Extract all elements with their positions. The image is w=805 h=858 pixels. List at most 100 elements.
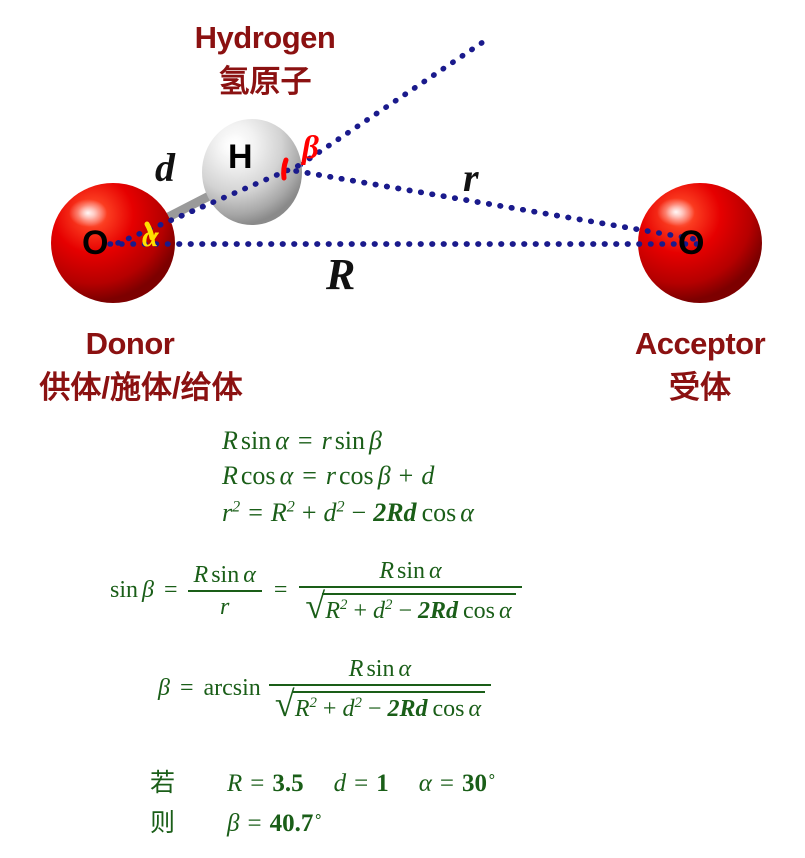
eq3-equals: =: [248, 498, 263, 527]
eq5-equals: =: [179, 675, 194, 702]
eq5-den-cos: cos: [432, 696, 465, 722]
eq1-sin-left: sin: [240, 426, 272, 455]
hydrogen-label-cn: 氢原子: [218, 64, 312, 99]
eq3-R: R: [270, 498, 287, 527]
eq3-minus: −: [351, 498, 367, 527]
eq4-num1-sin: sin: [211, 562, 240, 588]
eq4-radical-sign: √: [305, 586, 326, 626]
eq3-plus: +: [301, 498, 317, 527]
eq4-den2-2Rd: 2Rd: [418, 598, 459, 624]
given-R-equals: =: [250, 770, 265, 797]
acceptor-oxygen-highlight: [657, 198, 695, 226]
eq4-num1-alpha: α: [243, 562, 256, 588]
extension-ray-donor-hydrogen: [297, 35, 492, 168]
eq5-arcsin: arcsin: [203, 675, 261, 702]
eq2-R: R: [222, 461, 238, 490]
eq3-2Rd: 2Rd: [373, 498, 417, 527]
eq1-r: r: [321, 426, 332, 455]
eq5-den-2Rd: 2Rd: [387, 696, 428, 722]
eq5-radical-sign: √: [274, 684, 295, 724]
eq5-den-R: R: [294, 696, 310, 722]
given-R-value: 3.5: [272, 770, 304, 797]
eq5-den-minus: −: [367, 696, 382, 722]
donor-label-en: Donor: [85, 326, 175, 361]
eq2-plus: +: [398, 461, 414, 490]
eq4-den2-R: R: [325, 598, 341, 624]
given-d-value: 1: [376, 770, 389, 797]
eq4-den2-cos: cos: [463, 598, 496, 624]
eq1-equals: =: [297, 426, 313, 455]
eq2-cos-right: cos: [339, 461, 374, 490]
eq4-num2-sin: sin: [397, 558, 426, 584]
donor-label-cn: 供体/施体/给体: [39, 370, 243, 405]
eq4-equals-2: =: [273, 577, 288, 604]
eq4-num2-alpha: α: [429, 558, 442, 584]
eq4-num1-R: R: [193, 562, 209, 588]
eq3-r-exponent: 2: [232, 498, 241, 516]
eq4-sin: sin: [110, 577, 139, 604]
eq4-den2-d-exponent: 2: [385, 597, 393, 613]
angle-label-alpha: α: [142, 220, 159, 253]
eq4-den1-r: r: [219, 594, 230, 620]
eq2-alpha: α: [279, 461, 294, 490]
result-beta-var: β: [227, 810, 240, 837]
acceptor-label-cn: 受体: [669, 370, 731, 405]
diagram-svg: [51, 35, 762, 303]
result-beta-value: 40.7: [269, 810, 314, 837]
donor-atom-letter: O: [82, 224, 109, 262]
given-alpha-equals: =: [439, 770, 454, 797]
eq5-den-d: d: [342, 696, 355, 722]
result-beta-equals: =: [247, 810, 262, 837]
eq5-den-d-exponent: 2: [354, 695, 362, 711]
beta-angle-arc: [281, 157, 289, 181]
distance-label-R: R: [326, 250, 356, 299]
eq1-R: R: [222, 426, 238, 455]
distance-line-r-overlay: [293, 168, 703, 243]
eq3-d: d: [323, 498, 337, 527]
result-value-line: 则 β = 40.7∘: [150, 803, 323, 839]
hydrogen-atom-letter: H: [228, 138, 253, 176]
eq4-denominator-1: r: [188, 592, 262, 621]
eq2-cos-left: cos: [240, 461, 276, 490]
eq4-den2-R-exponent: 2: [340, 597, 348, 613]
given-alpha-degree: ∘: [487, 768, 497, 786]
eq2-r: r: [325, 461, 337, 490]
eq5-den-R-exponent: 2: [309, 695, 317, 711]
eq3-alpha: α: [460, 498, 474, 527]
given-R-var: R: [227, 770, 243, 797]
eq3-r: r: [222, 498, 233, 527]
alpha-angle-arc: [144, 221, 155, 241]
eq4-den2-plus: +: [353, 598, 368, 624]
result-beta-degree: ∘: [313, 808, 324, 826]
eq3-R-exponent: 2: [286, 498, 295, 516]
eq1-beta: β: [369, 426, 382, 455]
eq4-den2-minus: −: [398, 598, 412, 624]
eq5-den-alpha: α: [468, 696, 482, 722]
eq5-num-alpha: α: [398, 656, 412, 682]
eq4-equals-1: =: [163, 577, 178, 604]
eq1-sin-right: sin: [334, 426, 366, 455]
given-d-var: d: [333, 770, 347, 797]
given-alpha-var: α: [418, 770, 432, 797]
eq2-equals: =: [302, 461, 317, 490]
distance-label-d: d: [155, 145, 175, 190]
eq4-num2-R: R: [379, 558, 395, 584]
hydrogen-highlight: [217, 133, 249, 159]
result-keyword: 则: [150, 808, 176, 837]
